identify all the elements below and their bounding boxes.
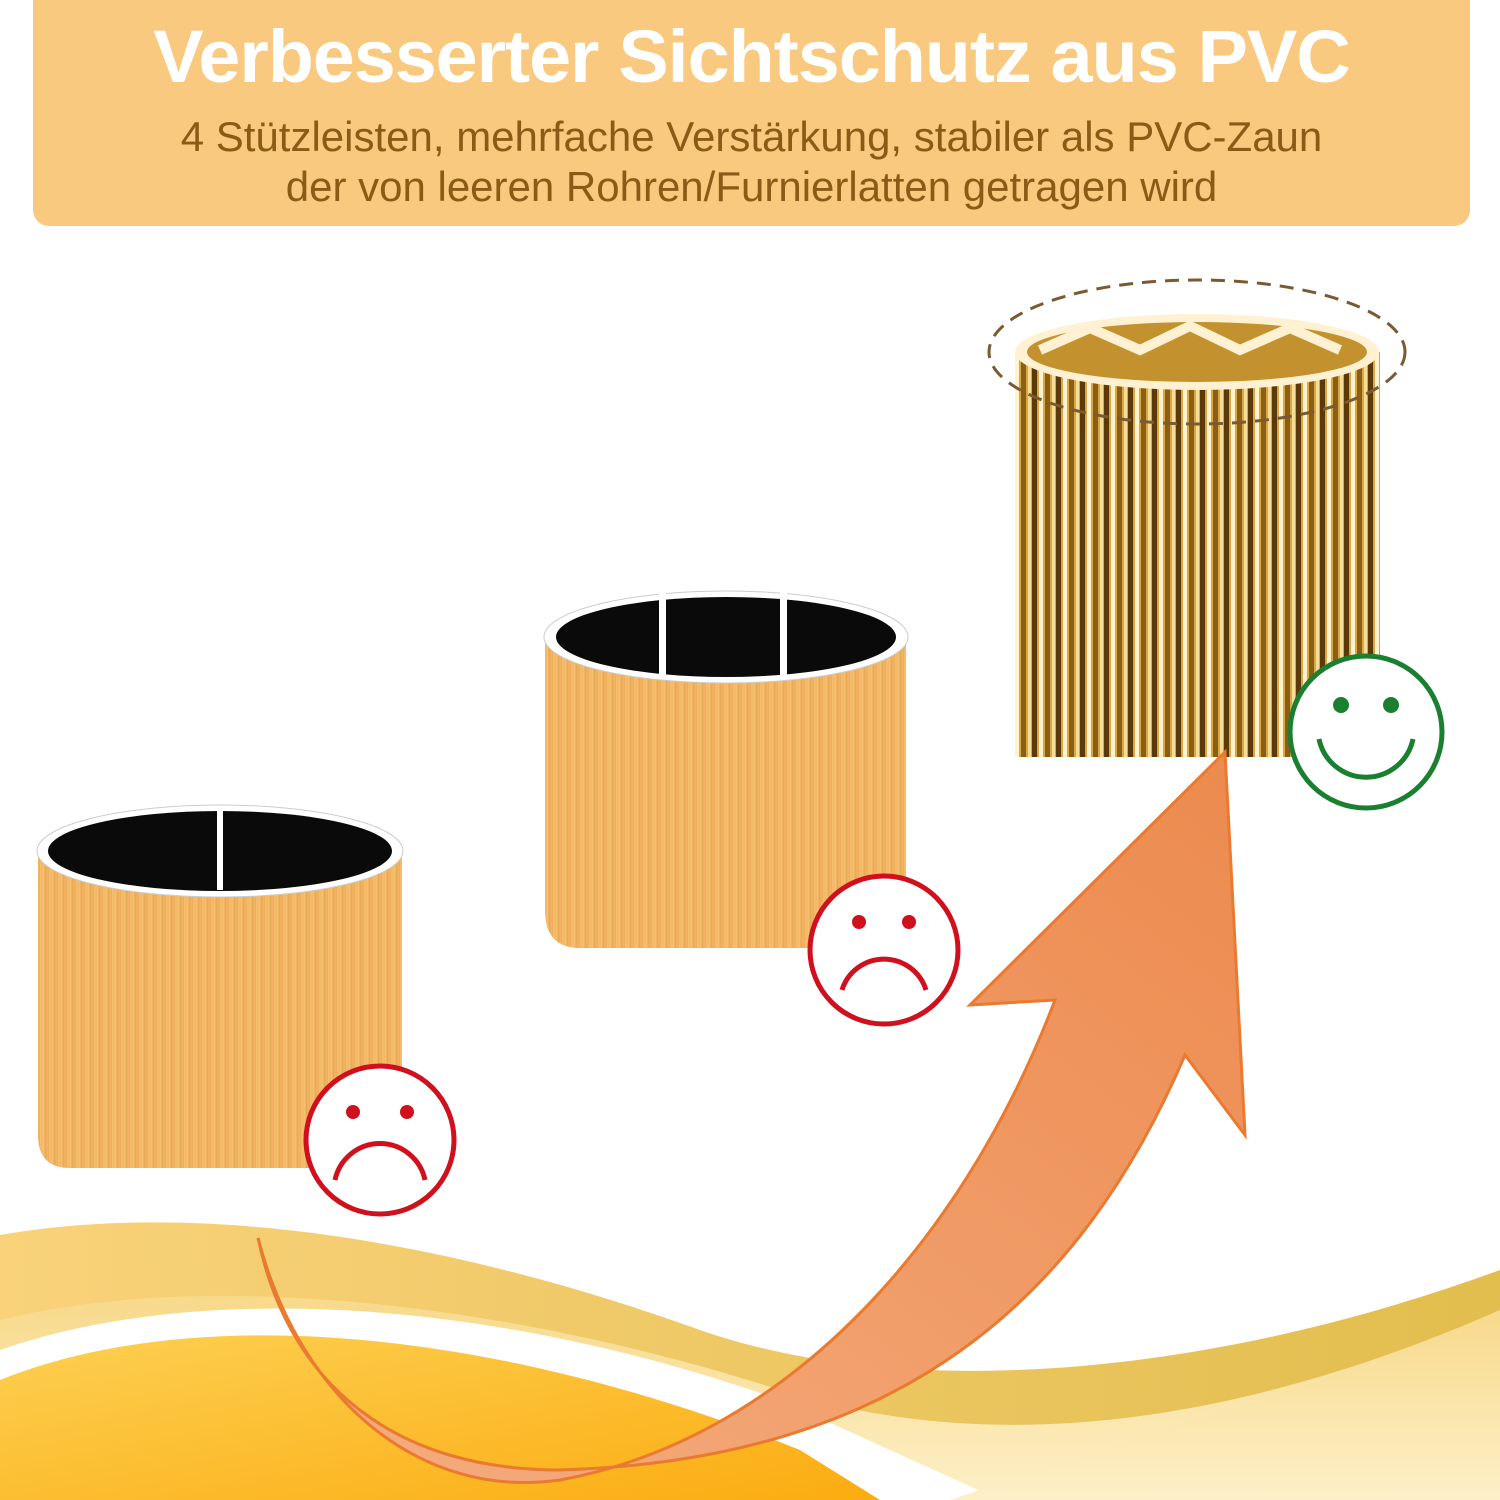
- sad-face-icon: [303, 1063, 457, 1217]
- subtitle-line-2: der von leeren Rohren/Furnierlatten getr…: [285, 163, 1218, 210]
- tube-one-support: [36, 804, 404, 1168]
- tube-two-supports: [543, 590, 909, 948]
- happy-face-icon: [1287, 653, 1445, 811]
- header-banner: Verbesserter Sichtschutz aus PVC 4 Stütz…: [33, 0, 1470, 226]
- upward-arrow: [256, 748, 1247, 1485]
- page-title: Verbesserter Sichtschutz aus PVC: [153, 15, 1351, 98]
- background-waves: [0, 1222, 1500, 1500]
- sad-face-icon: [807, 873, 961, 1027]
- subtitle-line-1: 4 Stützleisten, mehrfache Verstärkung, s…: [180, 113, 1323, 160]
